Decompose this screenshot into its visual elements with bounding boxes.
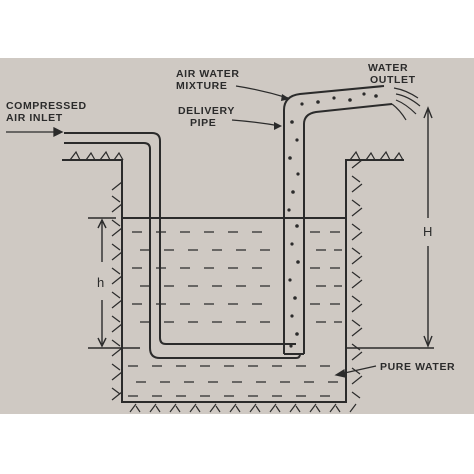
well-outline [62, 159, 404, 403]
air-water-mixture-label-line1: AIR WATER [176, 68, 240, 80]
delivery-pipe-label-line1: DELIVERY [178, 105, 235, 117]
delivery-pipe-label-line2: PIPE [190, 117, 216, 129]
dimension-H [346, 106, 434, 349]
mixture-leader-line [235, 85, 289, 99]
dimension-H-label: H [423, 224, 432, 239]
air-water-mixture-bubbles [287, 92, 378, 348]
delivery-pipe-right-wall [303, 103, 393, 354]
compressed-air-label-line1: COMPRESSED [6, 100, 87, 112]
compressed-air-arrow [6, 126, 64, 138]
ground-tufts [69, 150, 404, 161]
earth-hatching-right [351, 159, 363, 399]
water-outlet-label-line1: WATER [368, 62, 408, 74]
dimension-h-label: h [97, 275, 104, 290]
pure-water-leader [334, 365, 377, 378]
earth-hatching-left [111, 181, 123, 401]
water-outlet-spray [391, 87, 421, 121]
delivery-pipe-left-wall [283, 85, 385, 354]
delivery-arrowhead [274, 122, 282, 130]
air-water-mixture-label-line2: MIXTURE [176, 80, 227, 92]
air-pipe-outer [64, 132, 296, 345]
book-page-background [0, 58, 474, 414]
air-pipe-inner [64, 142, 301, 359]
pure-water-label: PURE WATER [380, 361, 455, 373]
mixture-arrowhead [281, 94, 290, 101]
dimension-h [88, 217, 140, 349]
delivery-leader-line [231, 119, 281, 127]
water-outlet-label-line2: OUTLET [370, 74, 416, 86]
compressed-air-label-line2: AIR INLET [6, 112, 63, 124]
earth-hatching-bottom [129, 403, 357, 413]
